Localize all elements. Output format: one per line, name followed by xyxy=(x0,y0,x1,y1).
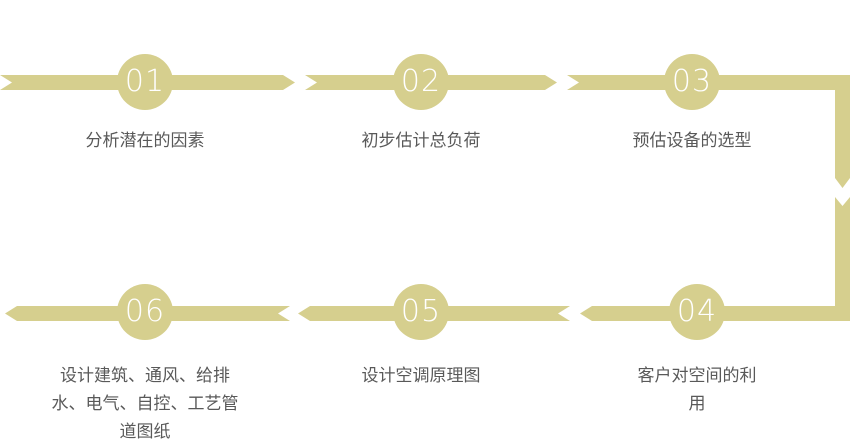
step-circle-06: 06 xyxy=(117,284,173,340)
connector-down-lower-icon xyxy=(835,197,850,321)
step-number-01: 01 xyxy=(124,64,166,99)
step-label-02: 初步估计总负荷 xyxy=(361,131,481,151)
step-label-03: 预估设备的选型 xyxy=(632,131,752,151)
step-circle-03: 03 xyxy=(664,54,720,110)
step-circle-02: 02 xyxy=(393,54,449,110)
step-number-02: 02 xyxy=(400,64,442,99)
connector-down-upper-icon xyxy=(835,75,850,188)
step-number-04: 04 xyxy=(676,294,718,329)
step-circle-05: 05 xyxy=(393,284,449,340)
step-number-05: 05 xyxy=(400,294,442,329)
step-number-06: 06 xyxy=(124,294,166,329)
step-label-04: 客户对空间的利 用 xyxy=(637,366,757,414)
step-number-03: 03 xyxy=(671,64,713,99)
step-label-06: 设计建筑、通风、给排 水、电气、自控、工艺管 道图纸 xyxy=(51,366,239,442)
step-circle-04: 04 xyxy=(669,284,725,340)
step-label-01: 分析潜在的因素 xyxy=(85,131,205,151)
step-label-05: 设计空调原理图 xyxy=(361,366,481,386)
step-circle-01: 01 xyxy=(117,54,173,110)
